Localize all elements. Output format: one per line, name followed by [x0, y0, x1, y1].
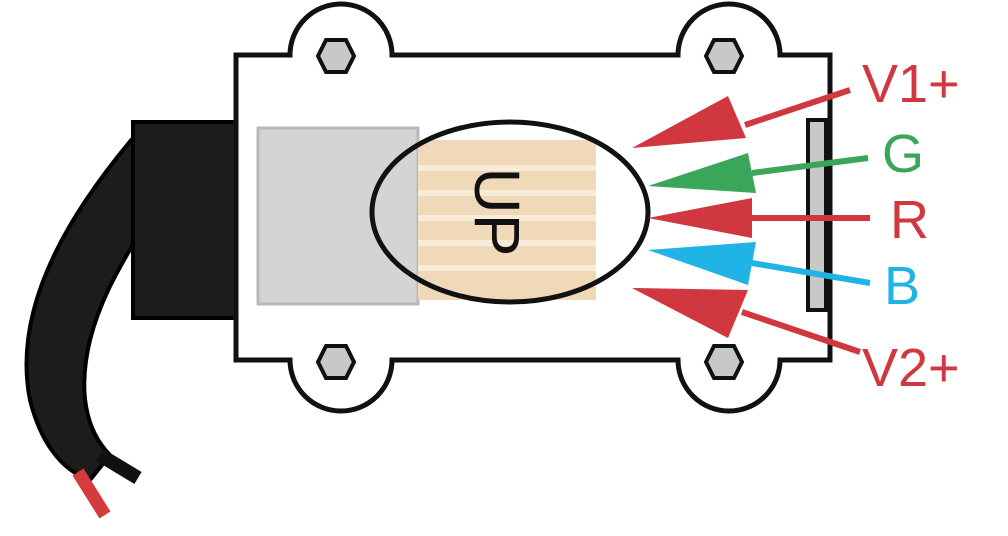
led-strip-tape: [418, 140, 596, 300]
pin-label-r: R: [890, 190, 929, 250]
hex-screw-icon: [703, 344, 745, 380]
pin-label-b: B: [884, 256, 920, 316]
orientation-oval: [369, 119, 651, 305]
up-marking: UP: [461, 168, 533, 257]
pin-label-g: G: [882, 124, 924, 184]
connector-sleeve: [256, 126, 420, 306]
hex-screw-icon: [315, 344, 357, 380]
arrow-b: [648, 242, 871, 286]
hex-screw-icon: [703, 38, 745, 74]
arrow-r: [648, 198, 870, 238]
black-wire: [96, 449, 142, 484]
pin-label-v1plus: V1+: [862, 54, 960, 114]
cable: [24, 120, 260, 519]
arrow-v2plus: [632, 288, 861, 355]
red-wire: [72, 468, 111, 519]
arrow-g: [648, 153, 869, 193]
pin-label-v2plus: V2+: [862, 338, 960, 398]
hex-screw-icon: [315, 38, 357, 74]
arrow-v1plus: [632, 87, 851, 148]
